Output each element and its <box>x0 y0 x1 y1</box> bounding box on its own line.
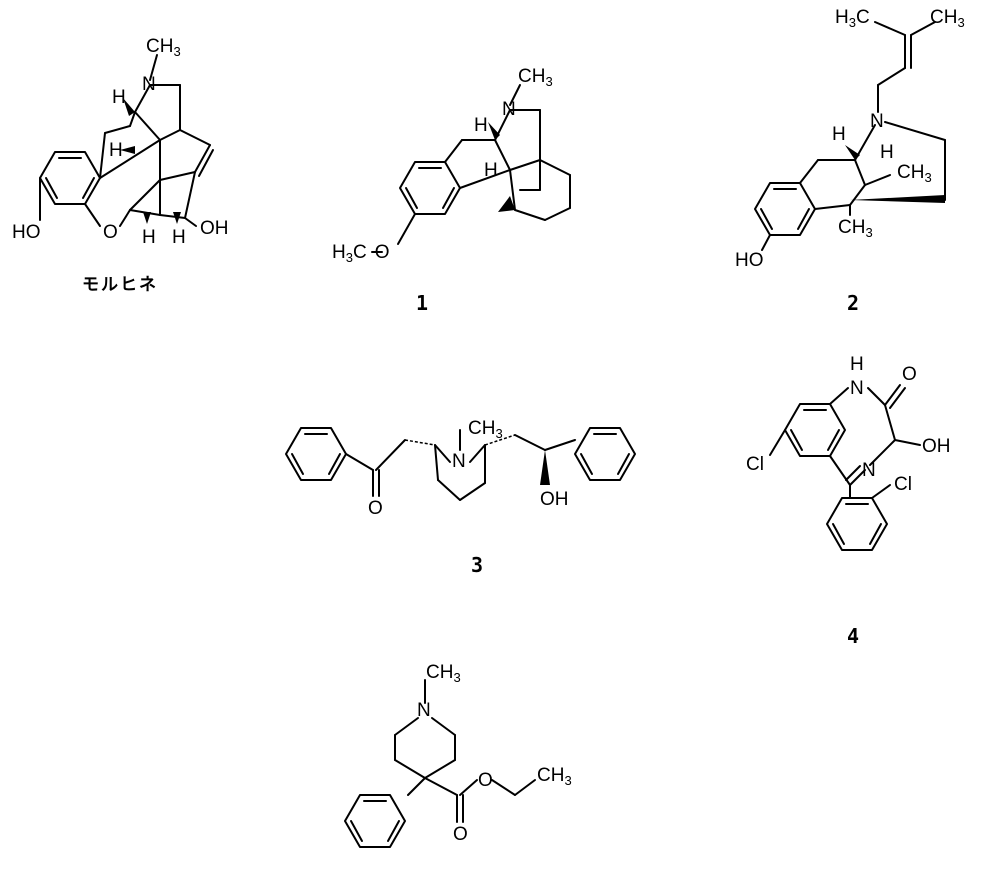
c5-ethyl-methyl: CH3 <box>537 765 572 788</box>
morphine-hydrogen-4: H <box>172 227 186 248</box>
c2-methyl-2: CH3 <box>838 217 873 240</box>
c4-nitrogen-1: N <box>850 378 864 399</box>
c3-caption: 3 <box>471 553 483 577</box>
c3-n-methyl: CH3 <box>468 418 503 441</box>
morphine-o-bridge: O <box>103 222 118 243</box>
morphine-oh-label: OH <box>200 218 229 239</box>
c4-hydrogen: H <box>850 354 864 375</box>
structure-morphine <box>39 54 214 227</box>
c2-nitrogen: N <box>870 111 884 132</box>
c4-chlorine-2: Cl <box>894 474 912 495</box>
structure-compound-3 <box>285 427 636 501</box>
c3-ketone-oxygen: O <box>368 498 383 519</box>
c2-hydrogen-1: H <box>832 124 846 145</box>
c3-hydroxyl: OH <box>540 489 569 510</box>
morphine-hydrogen-2: H <box>109 140 123 161</box>
structure-compound-4 <box>769 384 921 551</box>
structure-compound-2 <box>754 21 946 251</box>
c2-ho-label: HO <box>735 250 764 271</box>
morphine-hydrogen-3: H <box>142 227 156 248</box>
c5-nitrogen: N <box>417 700 431 721</box>
morphine-ho-label: HO <box>12 222 41 243</box>
c4-caption: 4 <box>847 624 859 648</box>
morphine-nitrogen: N <box>142 74 156 95</box>
c2-top-right-methyl: CH3 <box>930 7 965 30</box>
c1-nitrogen: N <box>502 99 516 120</box>
structure-compound-1 <box>397 84 571 245</box>
morphine-hydrogen-1: H <box>112 87 126 108</box>
c1-n-methyl: CH3 <box>518 66 553 89</box>
c2-caption: 2 <box>847 291 859 315</box>
c5-carbonyl-oxygen: O <box>453 824 468 845</box>
c5-ester-oxygen: O <box>478 770 493 791</box>
morphine-caption: モルヒネ <box>82 275 158 295</box>
c4-hydroxyl: OH <box>922 436 951 457</box>
c2-methyl-1: CH3 <box>897 162 932 185</box>
c4-chlorine-1: Cl <box>746 454 764 475</box>
c3-nitrogen: N <box>452 451 466 472</box>
c4-oxygen: O <box>902 364 917 385</box>
c1-caption: 1 <box>416 291 428 315</box>
c2-hydrogen-2: H <box>880 142 894 163</box>
c1-hydrogen-2: H <box>484 160 498 181</box>
c1-hydrogen-1: H <box>474 115 488 136</box>
c2-top-left-methyl: H3C <box>835 7 870 30</box>
c4-nitrogen-2: N <box>862 460 876 481</box>
morphine-n-methyl: CH3 <box>146 36 181 59</box>
c5-n-methyl: CH3 <box>426 662 461 685</box>
structure-compound-5 <box>344 679 536 848</box>
